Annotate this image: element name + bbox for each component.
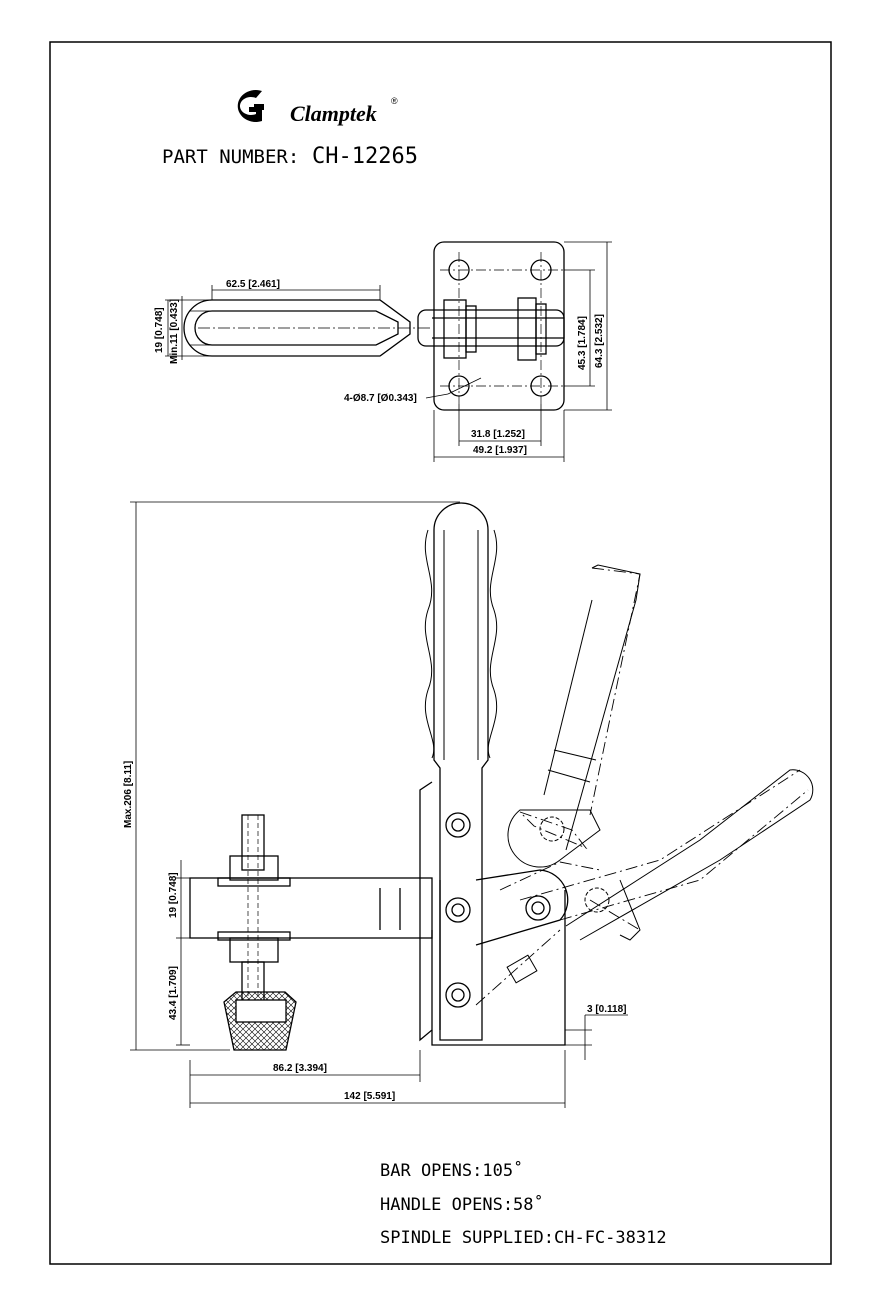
registered-mark: ®: [391, 96, 398, 106]
dim-handle-width: 19 [0.748]: [154, 307, 165, 353]
note-spindle: SPINDLE SUPPLIED:CH-FC-38312: [380, 1228, 667, 1248]
note-handle-opens: HANDLE OPENS:58˚: [380, 1194, 544, 1215]
top-view-dimensions: [165, 241, 612, 462]
dim-base-width: 49.2 [1.937]: [473, 445, 527, 456]
dim-hole-spacing-y: 45.3 [1.784]: [577, 316, 588, 370]
dim-handle-min: Min.11 [0.433]: [169, 299, 180, 364]
note-bar-opens: BAR OPENS:105˚: [380, 1160, 523, 1181]
dim-max-height: Max.206 [8.11]: [123, 761, 134, 828]
part-number-value: CH-12265: [312, 144, 418, 169]
dim-bar-height: 43.4 [1.709]: [168, 966, 179, 1020]
dim-holes: 4-Ø8.7 [Ø0.343]: [344, 393, 417, 404]
clamptek-logo: [237, 90, 264, 122]
dim-hole-spacing-x: 31.8 [1.252]: [471, 429, 525, 440]
dim-base-thickness: 3 [0.118]: [587, 1004, 626, 1015]
part-number-label: PART NUMBER:: [162, 146, 299, 168]
dim-overall-length: 142 [5.591]: [344, 1091, 395, 1102]
dim-base-height: 64.3 [2.532]: [594, 314, 605, 368]
side-view: [189, 502, 814, 1051]
brand-name: Clamptek: [290, 101, 377, 126]
top-view: [183, 241, 565, 411]
sheet-frame: [49, 41, 832, 1265]
dim-reach: 86.2 [3.394]: [273, 1063, 327, 1074]
dim-bar-width: 19 [0.748]: [168, 872, 179, 918]
dim-handle-length: 62.5 [2.461]: [226, 279, 280, 290]
side-view-dimensions: [130, 501, 628, 1108]
